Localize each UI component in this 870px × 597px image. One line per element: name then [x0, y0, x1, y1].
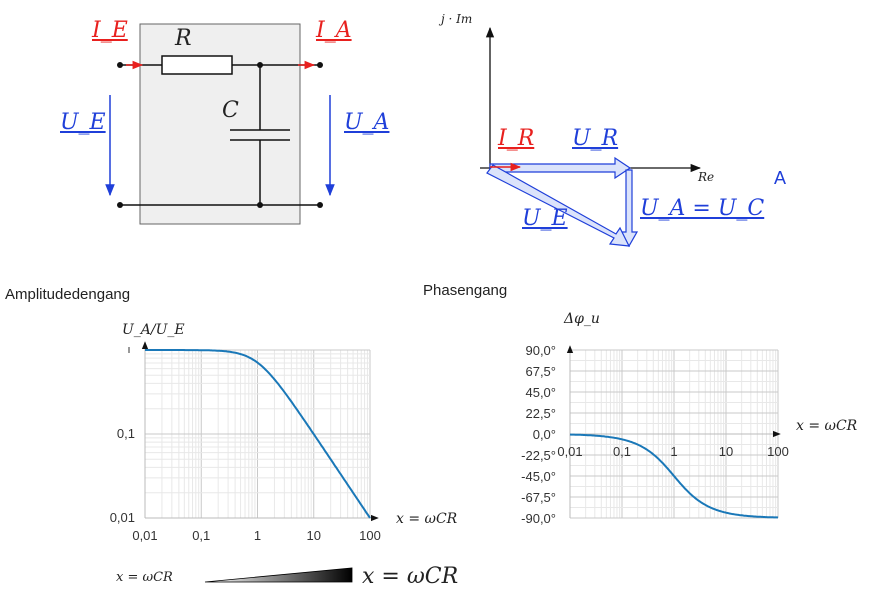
amplitude-x-tick-label: 0,1	[192, 528, 210, 543]
label-u-a: U_A	[344, 110, 390, 135]
phase-y-tick-label: 45,0°	[525, 385, 556, 400]
label-u-e-phasor: U_E	[522, 206, 568, 231]
amplitude-grid	[144, 349, 371, 519]
label-i-e: I_E	[92, 18, 128, 43]
label-stray-a: A	[774, 168, 787, 188]
amplitude-y-label: U_A/U_E	[122, 322, 185, 338]
amplitude-x-tick-label: 0,01	[132, 528, 157, 543]
label-u-r: U_R	[572, 126, 619, 151]
terminal-out-bottom	[317, 202, 323, 208]
phase-y-tick-label: 22,5°	[525, 406, 556, 421]
phase-y-tick-label: 90,0°	[525, 343, 556, 358]
label-j-im: j · Im	[441, 12, 473, 26]
label-i-a: I_A	[316, 18, 352, 43]
resistor	[161, 55, 233, 75]
phase-title: Phasengang	[423, 282, 508, 299]
label-c: C	[222, 98, 239, 123]
phase-x-tick-label: 10	[719, 444, 733, 459]
rc-circuit	[105, 23, 335, 225]
phasor-diagram	[480, 26, 702, 248]
amplitude-y-ticks: 0,01 0,1	[110, 347, 135, 525]
label-re: Re	[698, 170, 715, 184]
scale-ramp	[204, 567, 353, 583]
phase-y-tick-label: -90,0°	[521, 511, 556, 526]
phase-y-tick-label: -67,5°	[521, 490, 556, 505]
label-u-a-equals-u-c: U_A = U_C	[640, 196, 765, 221]
phase-curve	[569, 433, 779, 519]
amplitude-curve	[145, 349, 371, 519]
amplitude-y-tick-label: 0,1	[117, 426, 135, 441]
terminal-in-bottom	[117, 202, 123, 208]
scale-label-left: x = ωCR	[116, 570, 173, 585]
phase-y-tick-label: -22,5°	[521, 448, 556, 463]
amplitude-x-tick-label: 1	[254, 528, 261, 543]
phase-y-label: Δφ_u	[564, 311, 600, 327]
label-u-e: U_E	[60, 110, 106, 135]
phase-y-ticks: 90,0° 67,5° 45,0° 22,5° 0,0° -22,5° -45,0° -67,…	[521, 343, 556, 526]
terminal-out-top	[317, 62, 323, 68]
phase-chart: 0,01 0,1 1 10 100 90,0° 67,5° 45,0° 22,5° 0,0° -2…	[521, 343, 789, 526]
u-a-phasor	[619, 169, 639, 248]
terminal-in-top	[117, 62, 123, 68]
amplitude-x-tick-label: 10	[307, 528, 321, 543]
phase-x-tick-label: 1	[670, 444, 677, 459]
amplitude-title: Amplitudedengang	[5, 286, 131, 303]
node-bottom	[257, 202, 263, 208]
amplitude-x-ticks: 0,01 0,1 1 10 100	[132, 528, 381, 543]
amplitude-y-tick-label: 0,01	[110, 510, 135, 525]
phase-x-label: x = ωCR	[796, 418, 858, 434]
phase-x-tick-label: 0,1	[613, 444, 631, 459]
phase-x-tick-label: 100	[767, 444, 789, 459]
phase-y-tick-label: 67,5°	[525, 364, 556, 379]
label-r: R	[175, 26, 192, 51]
phase-y-tick-label: 0,0°	[533, 427, 556, 442]
amplitude-x-label: x = ωCR	[396, 511, 458, 527]
phase-x-tick-label: 0,01	[557, 444, 582, 459]
circuit-box	[139, 23, 301, 225]
amplitude-x-tick-label: 100	[359, 528, 381, 543]
node-top	[257, 62, 263, 68]
phase-x-ticks: 0,01 0,1 1 10 100	[557, 444, 789, 459]
phase-y-tick-label: -45,0°	[521, 469, 556, 484]
scale-label-right: x = ωCR	[362, 564, 459, 589]
label-i-r: I_R	[498, 126, 535, 151]
u-e-phasor	[486, 164, 631, 247]
u-r-phasor	[489, 156, 632, 180]
amplitude-chart: 0,01 0,1 1 10 100 0,01 0,1	[110, 341, 381, 543]
